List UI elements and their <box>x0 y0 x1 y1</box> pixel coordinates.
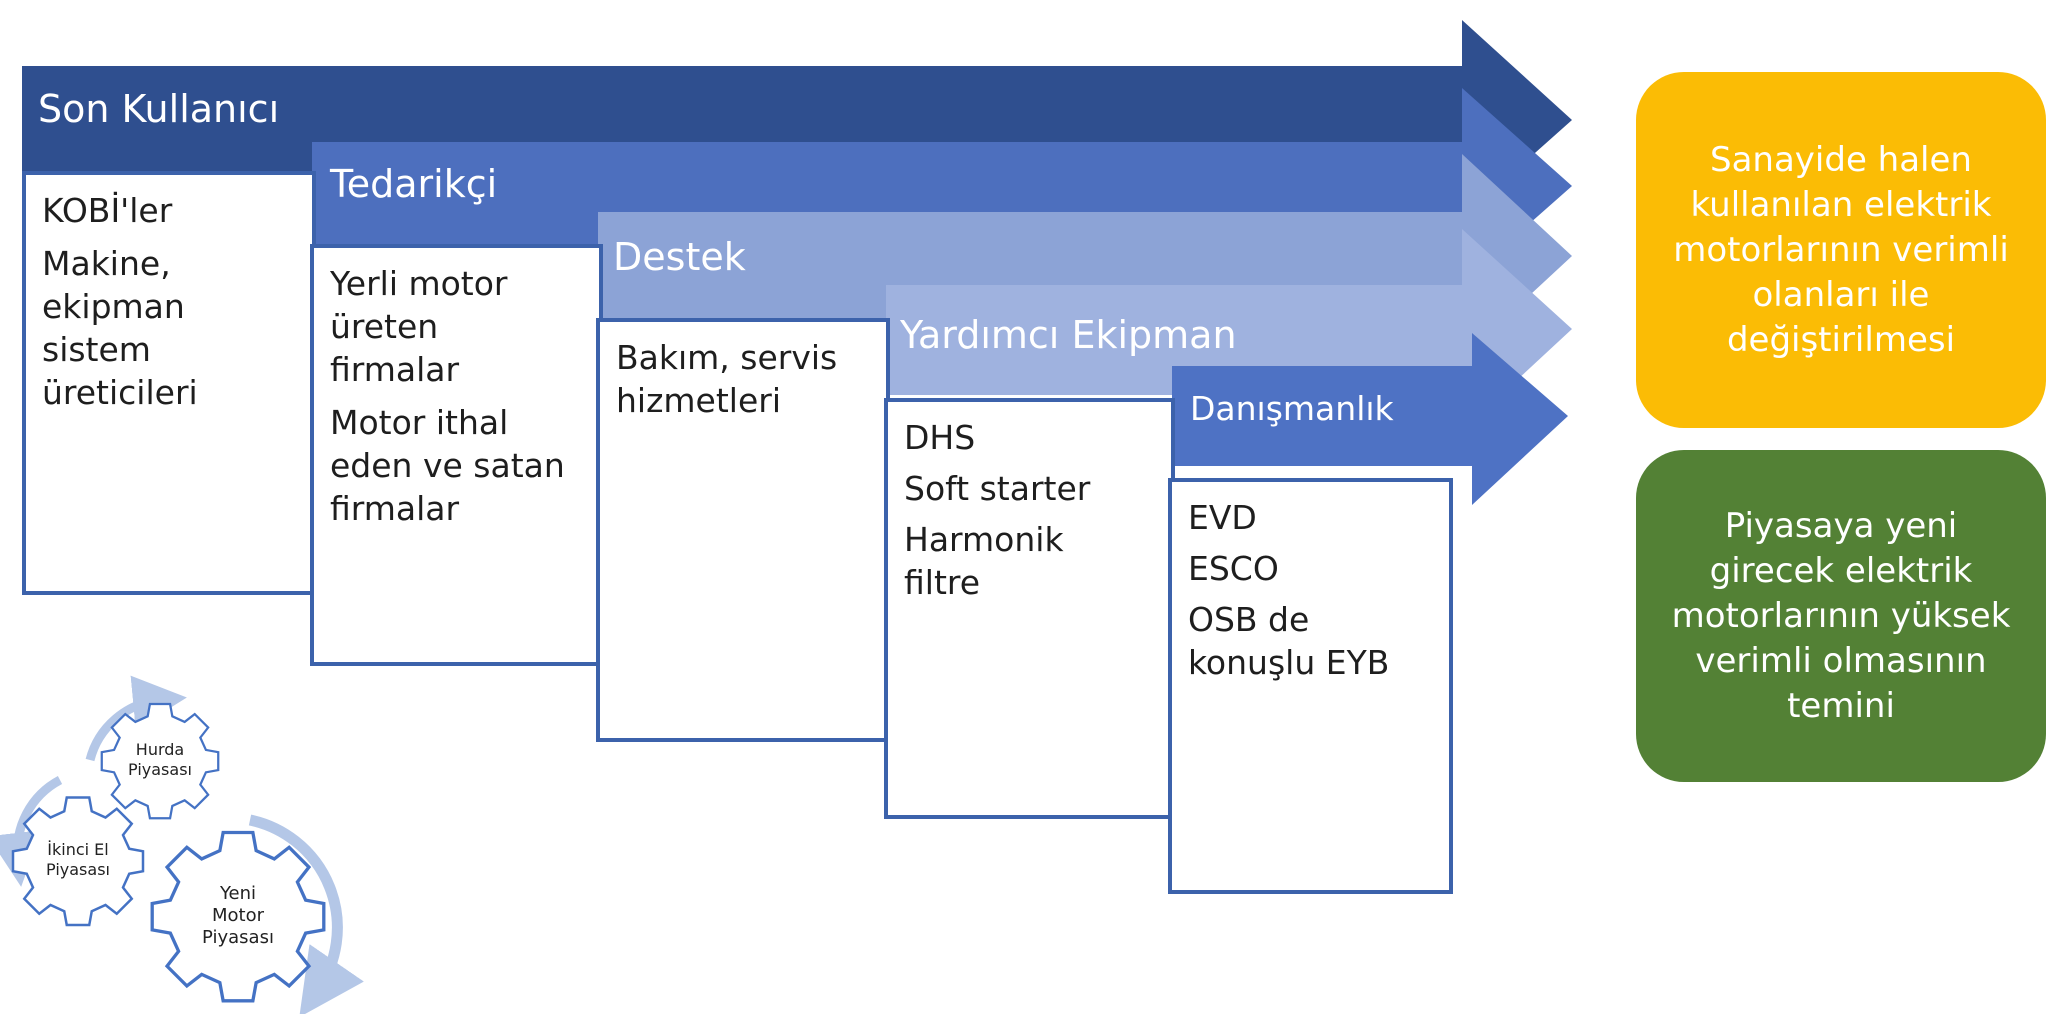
stage-title-tedarikci: Tedarikçi <box>330 162 498 206</box>
stage-item: Motor ithal eden ve satan firmalar <box>330 403 565 528</box>
gear-label-hurda: Hurda Piyasası <box>128 740 192 779</box>
stage-item: Yerli motor üreten firmalar <box>330 264 508 389</box>
cycle-arrow-top <box>85 675 187 762</box>
gear-label-yeni-motor: Yeni Motor Piyasası <box>202 883 274 948</box>
stage-item: DHS <box>904 418 976 457</box>
stage-item: KOBİ'ler <box>42 191 173 230</box>
stage-item: Harmonik filtre <box>904 520 1064 602</box>
arrow-danismanlik <box>1172 333 1568 505</box>
stage-box-son-kullanici: KOBİ'ler Makine, ekipman sistem üreticil… <box>22 171 316 595</box>
goal-box-yeni-motorlar: Piyasaya yeni girecek elektrik motorları… <box>1636 450 2046 782</box>
stage-box-destek: Bakım, servis hizmetleri <box>596 318 890 742</box>
stage-item: Bakım, servis hizmetleri <box>616 338 838 420</box>
cycle-arrow-bottom <box>248 814 364 1014</box>
stage-box-tedarikci: Yerli motor üreten firmalar Motor ithal … <box>310 244 603 666</box>
stage-title-danismanlik: Danışmanlık <box>1190 389 1394 428</box>
gear-label-ikinci-el: İkinci El Piyasası <box>46 840 110 879</box>
stage-box-danismanlik: EVD ESCO OSB de konuşlu EYB <box>1168 478 1453 894</box>
stage-title-yardimci-ekipman: Yardımcı Ekipman <box>900 313 1237 357</box>
stage-item: OSB de konuşlu EYB <box>1188 600 1390 682</box>
stage-item: Soft starter <box>904 469 1091 508</box>
stage-item: Makine, ekipman sistem üreticileri <box>42 244 198 412</box>
stage-item: ESCO <box>1188 549 1279 588</box>
stage-title-destek: Destek <box>613 235 746 279</box>
stage-item: EVD <box>1188 498 1257 537</box>
cycle-arrow-left <box>0 776 63 887</box>
stage-title-son-kullanici: Son Kullanıcı <box>38 87 280 131</box>
goal-box-mevcut-motorlar: Sanayide halen kullanılan elektrik motor… <box>1636 72 2046 428</box>
